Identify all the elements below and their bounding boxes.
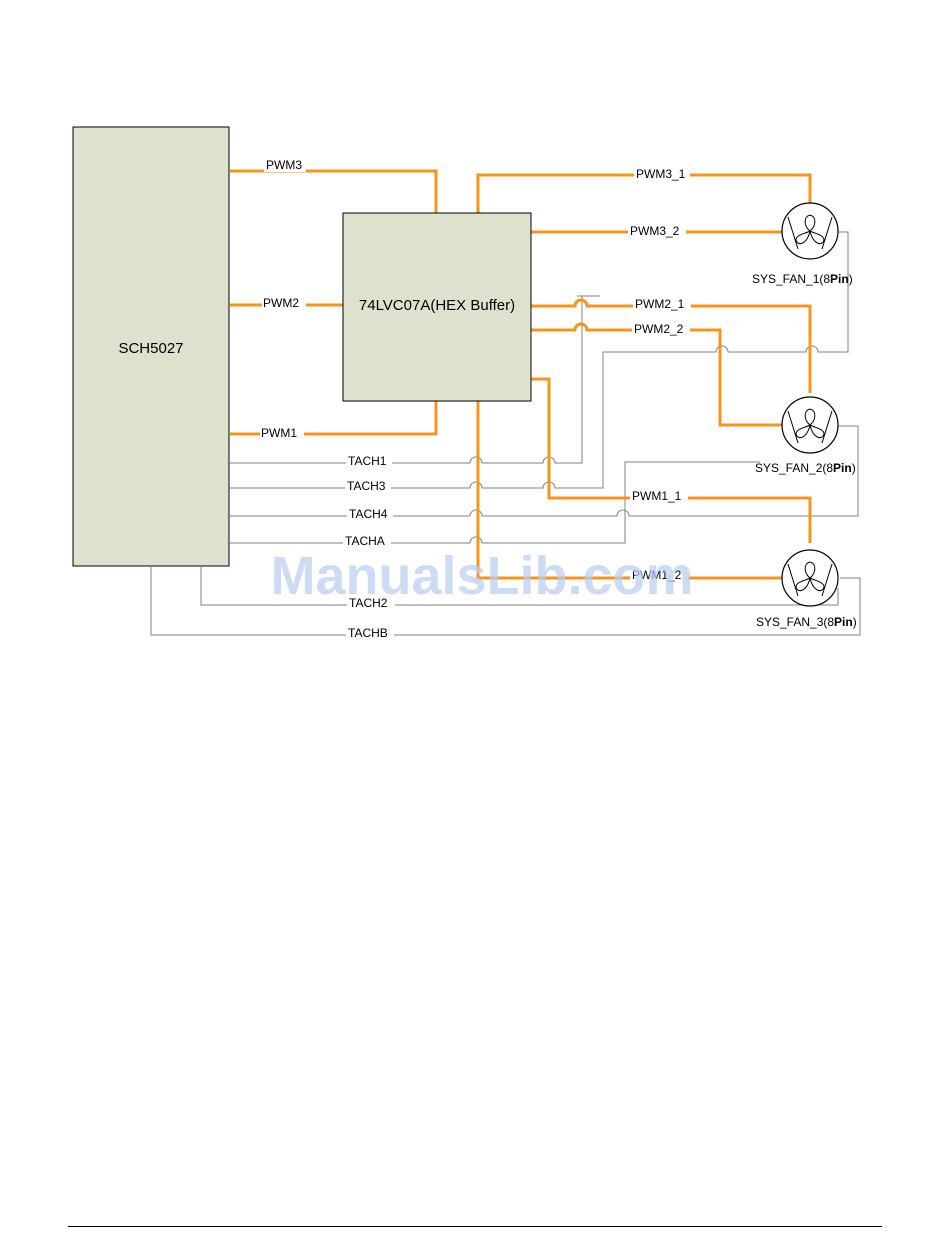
buffer-desc-label: (HEX Buffer)	[430, 297, 515, 314]
fan-1-label: SYS_FAN_1(8Pin)	[752, 272, 853, 286]
pwm2-label: PWM2	[263, 296, 299, 310]
tach1-label: TACH1	[348, 454, 387, 468]
pwm3-1-label: PWM3_1	[636, 167, 686, 181]
pwm2-1-label: PWM2_1	[635, 297, 685, 311]
pwm2-2-label: PWM2_2	[634, 322, 684, 336]
page-footer-rule	[68, 1226, 882, 1227]
tachb-label: TACHB	[348, 626, 388, 640]
watermark-text: ManualsLib.com	[270, 546, 693, 606]
fan-3-label: SYS_FAN_3(8Pin)	[756, 615, 857, 629]
pwm3-2-label: PWM3_2	[630, 224, 680, 238]
hex-buffer-label: 74LVC07A(HEX Buffer)	[359, 297, 515, 314]
fan-3	[782, 550, 838, 606]
fan-2	[782, 397, 838, 453]
tach4-label: TACH4	[349, 507, 388, 521]
sch5027-label: SCH5027	[118, 340, 183, 357]
sch5027-chip: SCH5027	[73, 127, 229, 566]
pwm3-wire	[230, 171, 436, 213]
hex-buffer-chip: 74LVC07A(HEX Buffer)	[343, 213, 531, 401]
fan-2-label: SYS_FAN_2(8Pin)	[755, 461, 856, 475]
pwm3-label: PWM3	[266, 158, 302, 172]
tach3-label: TACH3	[347, 479, 386, 493]
pwm2-2-wire	[531, 324, 782, 425]
pwm1-1-label: PWM1_1	[632, 489, 682, 503]
tach3-wire	[230, 232, 848, 488]
buffer-part-label: 74LVC07A	[359, 297, 430, 314]
pwm2-1-wire	[531, 300, 810, 393]
fan-1	[782, 203, 838, 259]
pwm1-label: PWM1	[261, 426, 297, 440]
